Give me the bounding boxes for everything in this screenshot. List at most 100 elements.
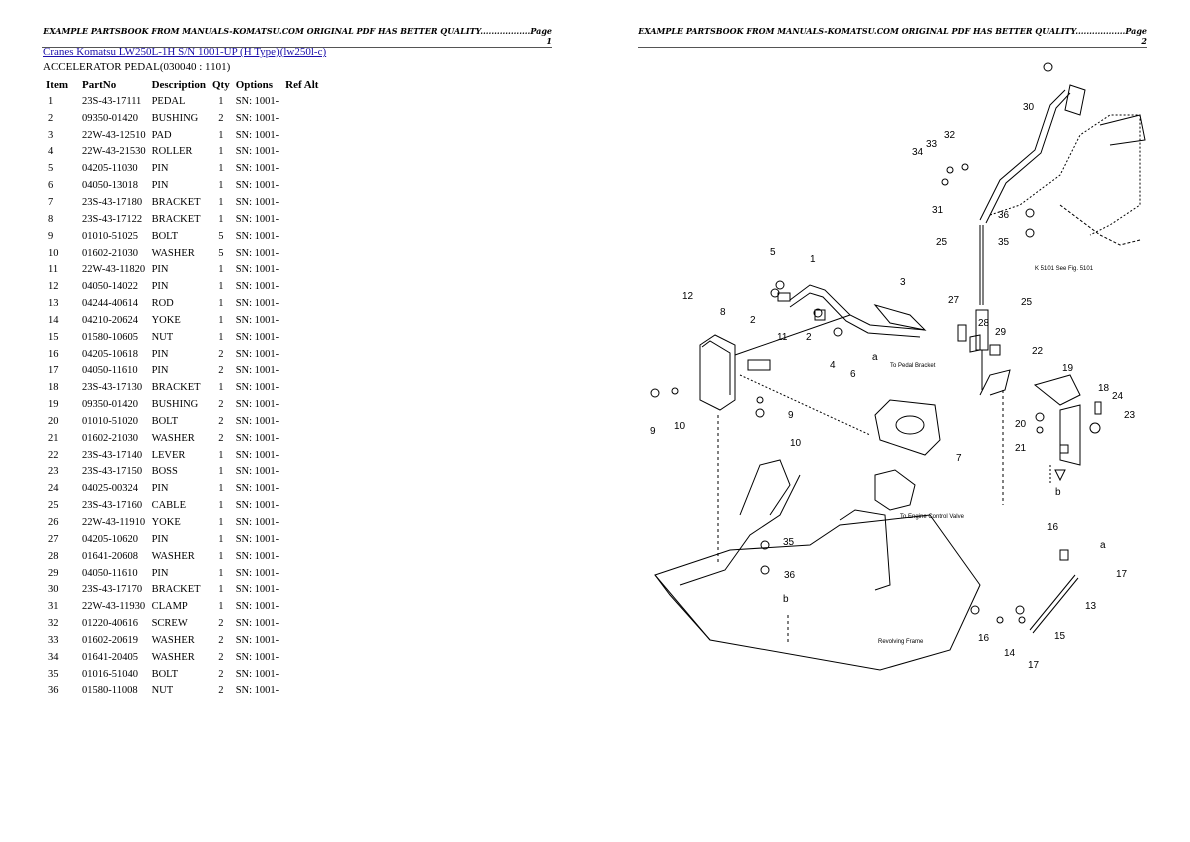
svg-text:b: b xyxy=(1055,487,1061,498)
partno-cell: 23S-43-17130 xyxy=(82,382,143,394)
item-cell: 11 xyxy=(48,264,59,276)
description-cell: PIN xyxy=(151,163,169,175)
svg-text:21: 21 xyxy=(1015,443,1027,454)
description-cell: BRACKET xyxy=(151,382,201,394)
ref-alt-cell xyxy=(282,615,321,632)
description-cell: PIN xyxy=(151,365,169,377)
qty-cell: 2 xyxy=(218,685,224,697)
partno-cell: 01602-20619 xyxy=(82,634,138,646)
description-cell: BRACKET xyxy=(151,584,201,596)
options-cell: SN: 1001- xyxy=(235,247,280,259)
ref-alt-cell xyxy=(282,464,321,481)
col-ref-alt: Ref Alt xyxy=(285,78,319,91)
item-cell: 1 xyxy=(48,95,54,107)
svg-text:14: 14 xyxy=(1004,648,1016,659)
page-1-header: EXAMPLE PARTSBOOK FROM MANUALS-KOMATSU.C… xyxy=(42,26,552,48)
qty-cell: 2 xyxy=(218,634,224,646)
options-cell: SN: 1001- xyxy=(235,264,280,276)
qty-cell: 1 xyxy=(218,180,224,192)
options-cell: SN: 1001- xyxy=(235,348,280,360)
qty-cell: 1 xyxy=(218,449,224,461)
partno-cell: 01641-20608 xyxy=(82,550,138,562)
options-cell: SN: 1001- xyxy=(235,550,280,562)
svg-text:K 5101 See Fig. 5101: K 5101 See Fig. 5101 xyxy=(1035,266,1094,272)
svg-text:20: 20 xyxy=(1015,419,1027,430)
item-cell: 22 xyxy=(48,449,59,461)
partno-cell: 04050-11610 xyxy=(82,365,138,377)
options-cell: SN: 1001- xyxy=(235,415,280,427)
options-cell: SN: 1001- xyxy=(235,483,280,495)
svg-text:13: 13 xyxy=(1085,601,1097,612)
svg-text:10: 10 xyxy=(674,421,686,432)
svg-text:35: 35 xyxy=(998,237,1010,248)
description-cell: YOKE xyxy=(151,517,181,529)
description-cell: LEVER xyxy=(151,449,186,461)
svg-text:11: 11 xyxy=(777,332,788,343)
options-cell: SN: 1001- xyxy=(235,213,280,225)
model-link[interactable]: Cranes Komatsu LW250L-1H S/N 1001-UP (H … xyxy=(43,46,327,58)
ref-alt-cell xyxy=(282,228,321,245)
svg-text:a: a xyxy=(872,352,878,363)
options-cell: SN: 1001- xyxy=(235,112,280,124)
description-cell: WASHER xyxy=(151,432,195,444)
options-cell: SN: 1001- xyxy=(235,668,280,680)
section-title: ACCELERATOR PEDAL(030040 : 1101) xyxy=(43,61,231,73)
svg-text:23: 23 xyxy=(1124,410,1136,421)
partno-cell: 23S-43-17150 xyxy=(82,466,143,478)
item-cell: 7 xyxy=(48,196,54,208)
qty-cell: 1 xyxy=(218,533,224,545)
partno-cell: 09350-01420 xyxy=(82,112,138,124)
partno-cell: 04205-10620 xyxy=(82,533,138,545)
item-cell: 16 xyxy=(48,348,59,360)
ref-alt-cell xyxy=(282,329,321,346)
qty-cell: 1 xyxy=(218,601,224,613)
qty-cell: 1 xyxy=(218,500,224,512)
item-cell: 25 xyxy=(48,500,59,512)
item-cell: 29 xyxy=(48,567,59,579)
description-cell: PIN xyxy=(151,483,169,495)
partno-cell: 23S-43-17180 xyxy=(82,196,143,208)
svg-text:To Engine Control Valve: To Engine Control Valve xyxy=(900,514,965,520)
svg-text:4: 4 xyxy=(830,360,836,371)
qty-cell: 1 xyxy=(218,314,224,326)
ref-alt-cell xyxy=(282,211,321,228)
ref-alt-cell xyxy=(282,413,321,430)
qty-cell: 1 xyxy=(218,331,224,343)
col-qty: Qty xyxy=(211,78,230,91)
svg-text:6: 6 xyxy=(850,369,856,380)
partno-cell: 01220-40616 xyxy=(82,618,138,630)
svg-text:25: 25 xyxy=(1021,297,1033,308)
partno-cell: 04210-20624 xyxy=(82,314,138,326)
qty-cell: 1 xyxy=(218,213,224,225)
description-cell: BRACKET xyxy=(151,196,201,208)
options-cell: SN: 1001- xyxy=(235,180,280,192)
svg-text:28: 28 xyxy=(978,318,990,329)
item-cell: 21 xyxy=(48,432,59,444)
partno-cell: 01580-10605 xyxy=(82,331,138,343)
svg-text:32: 32 xyxy=(944,130,956,141)
partno-cell: 04050-11610 xyxy=(82,567,138,579)
description-cell: ROLLER xyxy=(151,146,193,158)
qty-cell: 1 xyxy=(218,129,224,141)
ref-alt-cell xyxy=(282,632,321,649)
qty-cell: 2 xyxy=(218,651,224,663)
ref-alt-cell xyxy=(282,447,321,464)
item-cell: 18 xyxy=(48,382,59,394)
svg-text:a: a xyxy=(1100,540,1106,551)
ref-alt-cell xyxy=(282,346,321,363)
item-cell: 8 xyxy=(48,213,54,225)
